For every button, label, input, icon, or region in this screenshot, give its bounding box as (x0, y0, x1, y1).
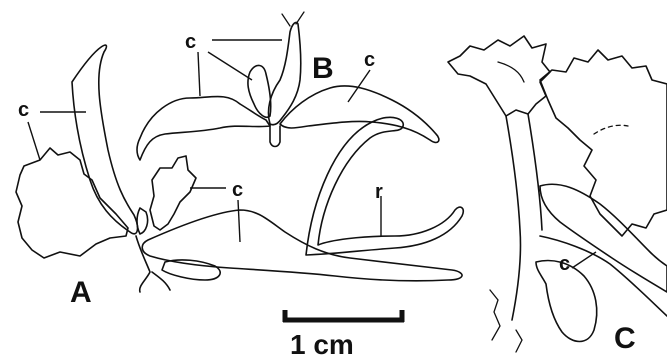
specimen-a-root (306, 117, 463, 255)
panel-label-c: C (614, 322, 636, 355)
specimen-c-vein (594, 125, 628, 134)
panel-label-b: B (312, 52, 334, 85)
label-c-a2: c (232, 179, 243, 201)
specimen-a-lower-leaf (162, 260, 220, 280)
specimen-b-small-cotyledon (248, 65, 271, 117)
specimen-a-leader-4 (238, 200, 240, 242)
label-r: r (375, 181, 383, 203)
specimen-a-tall-cotyledon (72, 45, 137, 234)
label-c-c: c (559, 253, 570, 275)
specimen-b-left-cotyledon (137, 97, 270, 161)
specimen-b-stem (270, 124, 280, 147)
specimen-c (448, 36, 667, 352)
specimen-c-stem-curve (540, 236, 667, 316)
specimen-b-leader-3 (208, 52, 252, 80)
specimen-c-base (490, 290, 522, 352)
specimen-c-lower-leaf (540, 184, 667, 292)
specimen-a (16, 45, 463, 292)
specimen-b-upright-leaf (268, 22, 300, 124)
specimen-c-vein-2 (498, 62, 524, 82)
specimen-a-leader-2 (28, 122, 40, 160)
specimen-b-right-cotyledon (280, 86, 439, 143)
specimen-a-small-cotyledon (150, 156, 196, 230)
label-c-b2: c (364, 49, 375, 71)
specimen-c-stem (506, 114, 542, 320)
panel-label-a: A (70, 276, 92, 309)
specimen-b (137, 12, 439, 160)
specimen-c-upper-cotyledon (448, 36, 550, 116)
scale-bar: 1 cm (283, 310, 404, 358)
label-c-a1: c (18, 99, 29, 121)
specimen-b-leader-2 (198, 52, 200, 96)
scale-bar-label: 1 cm (290, 329, 354, 358)
label-c-b1: c (185, 31, 196, 53)
specimen-c-leader (572, 252, 596, 268)
specimen-c-large-leaf (540, 50, 667, 236)
